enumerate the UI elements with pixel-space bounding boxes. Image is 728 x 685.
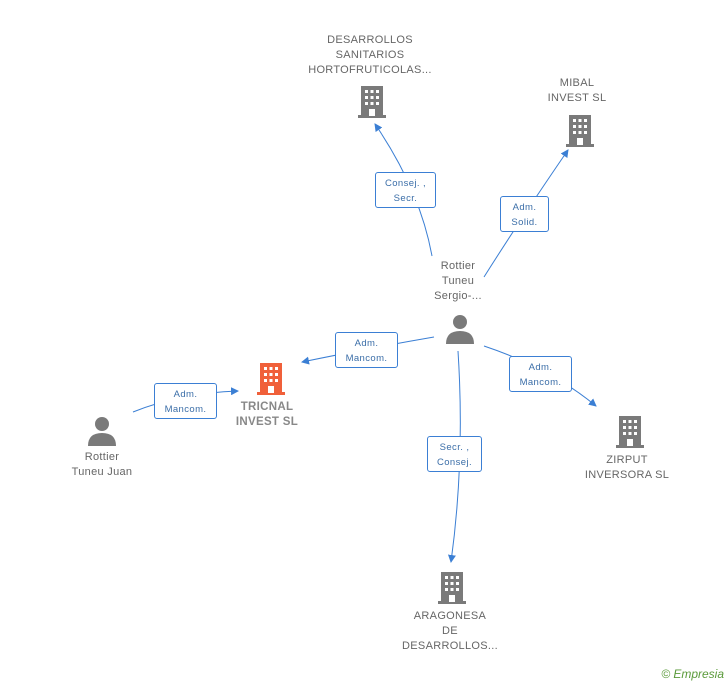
edge-label-line: Mancom. bbox=[345, 353, 388, 364]
node-mibal-label[interactable]: MIBAL INVEST SL bbox=[527, 76, 627, 106]
edge-label-line: Mancom. bbox=[164, 404, 207, 415]
edge-label-line: Consej. bbox=[436, 457, 472, 468]
edge-label-adm-solid[interactable]: Adm. Solid. bbox=[500, 196, 549, 232]
node-label-line: INVERSORA SL bbox=[584, 469, 670, 481]
edge-label-line: Secr. bbox=[393, 193, 418, 204]
node-label-line: Tuneu Juan bbox=[71, 466, 133, 478]
person-icon[interactable] bbox=[87, 416, 117, 446]
node-label-line: DESARROLLOS bbox=[327, 34, 413, 46]
building-icon[interactable] bbox=[357, 84, 387, 118]
node-aragonesa-label[interactable]: ARAGONESA DE DESARROLLOS... bbox=[390, 609, 510, 654]
node-rottier-juan-label[interactable]: Rottier Tuneu Juan bbox=[52, 450, 152, 480]
node-label-line: ZIRPUT bbox=[606, 454, 648, 466]
node-zirput-label[interactable]: ZIRPUT INVERSORA SL bbox=[577, 453, 677, 483]
edge-label-adm-mancom-zirput[interactable]: Adm. Mancom. bbox=[509, 356, 572, 392]
node-label-line: MIBAL bbox=[559, 77, 595, 89]
edge-label-adm-mancom-juan[interactable]: Adm. Mancom. bbox=[154, 383, 217, 419]
edge-label-line: Adm. bbox=[528, 362, 553, 373]
building-icon[interactable] bbox=[256, 361, 286, 395]
building-icon[interactable] bbox=[437, 570, 467, 604]
edge-label-line: Consej. , bbox=[384, 178, 427, 189]
brand-name: Empresia bbox=[673, 667, 724, 681]
building-icon[interactable] bbox=[565, 113, 595, 147]
building-icon[interactable] bbox=[615, 414, 645, 448]
node-tricnal-label[interactable]: TRICNAL INVEST SL bbox=[222, 400, 312, 430]
node-label-line: INVEST SL bbox=[235, 416, 299, 428]
node-label-line: DESARROLLOS... bbox=[402, 640, 498, 652]
node-label-line: ARAGONESA bbox=[413, 610, 487, 622]
footer-brand: ©Empresia bbox=[661, 667, 724, 681]
node-label-line: Rottier bbox=[84, 451, 120, 463]
edge-label-line: Adm. bbox=[512, 202, 537, 213]
node-desarrollos-label[interactable]: DESARROLLOS SANITARIOS HORTOFRUTICOLAS..… bbox=[300, 33, 440, 78]
edge-label-line: Secr. , bbox=[439, 442, 470, 453]
node-label-line: Rottier bbox=[440, 260, 476, 272]
node-label-line: SANITARIOS bbox=[335, 49, 405, 61]
node-label-line: DE bbox=[442, 625, 458, 637]
node-label-line: Tuneu bbox=[441, 275, 475, 287]
edge-label-secr-consej[interactable]: Secr. , Consej. bbox=[427, 436, 482, 472]
edge-label-line: Adm. bbox=[354, 338, 379, 349]
edge-label-line: Solid. bbox=[511, 217, 538, 228]
edge-label-line: Mancom. bbox=[519, 377, 562, 388]
node-label-line: TRICNAL bbox=[240, 401, 294, 413]
edge-label-consej-secr[interactable]: Consej. , Secr. bbox=[375, 172, 436, 208]
edge-label-line: Adm. bbox=[173, 389, 198, 400]
edge-label-adm-mancom-tricnal[interactable]: Adm. Mancom. bbox=[335, 332, 398, 368]
node-label-line: HORTOFRUTICOLAS... bbox=[308, 64, 432, 76]
node-label-line: Sergio-... bbox=[434, 290, 482, 302]
node-label-line: INVEST SL bbox=[547, 92, 607, 104]
copyright-icon: © bbox=[661, 667, 671, 681]
person-icon[interactable] bbox=[445, 314, 475, 344]
node-rottier-sergio-label[interactable]: Rottier Tuneu Sergio-... bbox=[408, 259, 508, 304]
